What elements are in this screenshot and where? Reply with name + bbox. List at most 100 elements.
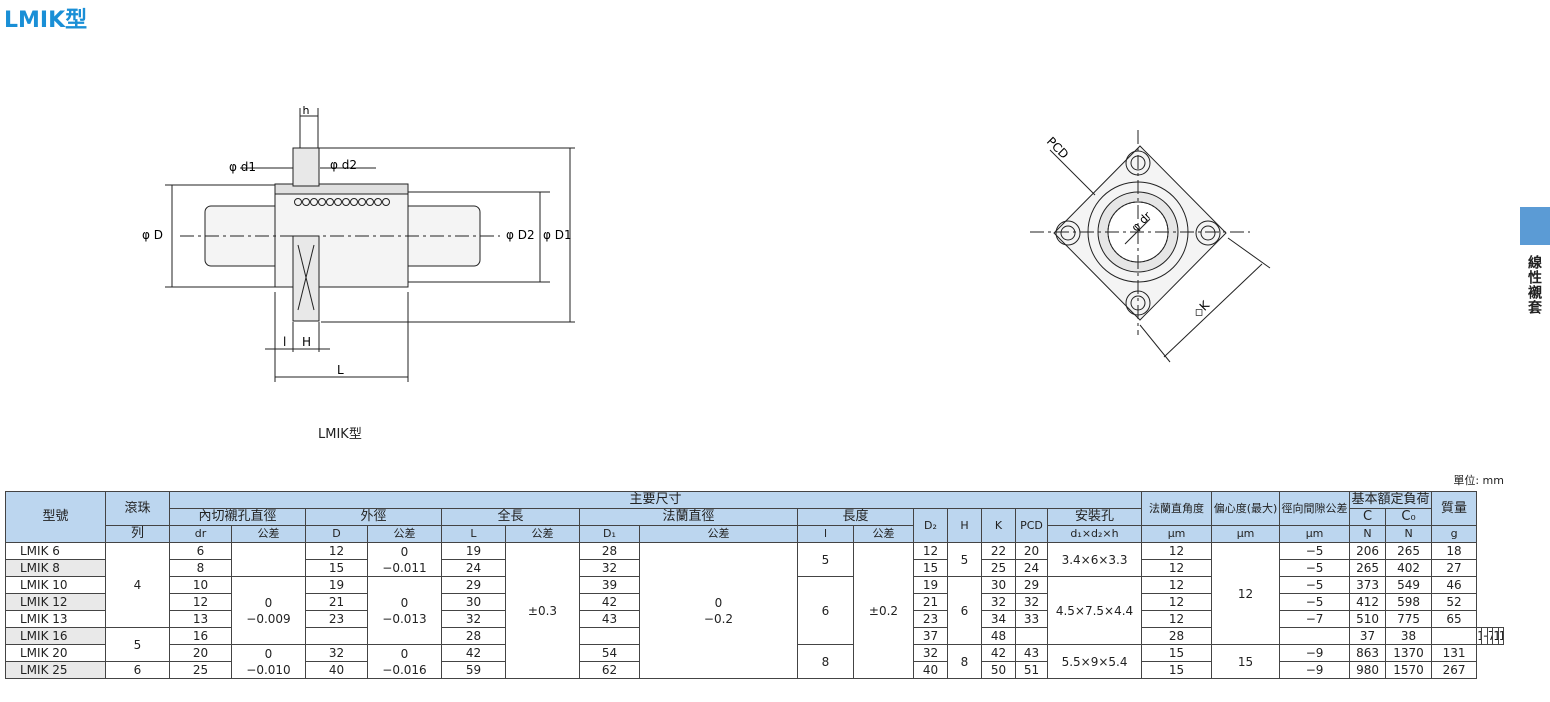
- cell-L: 59: [441, 661, 506, 679]
- side-tab-label: 線性襯套: [1526, 255, 1542, 315]
- th-ecc: 偏心度(最大): [1211, 491, 1281, 526]
- cell-C: 206: [1349, 542, 1387, 560]
- cell-perp: 12: [1141, 542, 1213, 560]
- tol-upper: 0: [400, 544, 409, 559]
- cell-dr-tol: [231, 542, 306, 577]
- cell-H: 6: [947, 576, 982, 645]
- cell-radial: −5: [1279, 593, 1351, 611]
- th-H: H: [947, 508, 982, 543]
- th-C-unit: N: [1349, 525, 1387, 543]
- cell-PCD: 32: [1015, 593, 1048, 611]
- label-PCD: PCD: [1044, 134, 1071, 161]
- th-flange-dia: 法蘭直徑: [579, 508, 798, 526]
- label-d2: φ d2: [330, 158, 357, 172]
- cell-D2: 19: [913, 576, 948, 594]
- cell-D1: 42: [579, 593, 640, 611]
- cell-L: 30: [441, 593, 506, 611]
- th-perp-unit: μm: [1141, 525, 1213, 543]
- th-D2: D₂: [913, 508, 948, 543]
- cell-dr: 12: [169, 593, 232, 611]
- cell-dr-tol: 0−0.010: [231, 644, 306, 679]
- cell-mass: 27: [1431, 559, 1478, 577]
- cell-K: 32: [981, 593, 1016, 611]
- label-d1: φ d1: [229, 160, 256, 174]
- cell-L: 29: [441, 576, 506, 594]
- tol-lower: −0.009: [246, 611, 291, 626]
- cell-C0: 1370: [1385, 644, 1433, 662]
- cell-C: 863: [1349, 644, 1387, 662]
- cell-C: 510: [1349, 610, 1387, 628]
- table-row: LMIK 10 10 0−0.009 19 0−0.013 29 39 6 19…: [5, 576, 1504, 645]
- th-flange-len: 長度: [797, 508, 914, 526]
- cell-dr-tol: [305, 627, 368, 645]
- cell-D2: 12: [913, 542, 948, 560]
- cell-perp: 12: [1476, 627, 1483, 645]
- cell-perp: 15: [1141, 644, 1213, 662]
- cell-C: 412: [1349, 593, 1387, 611]
- cell-D2: 21: [913, 593, 948, 611]
- cell-D1: 43: [579, 610, 640, 628]
- cell-L-tol: ±0.3: [505, 542, 580, 679]
- cell-mount: 5.5×9×5.4: [1046, 644, 1143, 679]
- cell-D: 28: [441, 627, 506, 645]
- cell-C0: 598: [1385, 593, 1433, 611]
- cell-mass: 104: [1497, 627, 1505, 645]
- th-C0: C₀: [1385, 508, 1433, 526]
- cell-radial: −7: [1279, 610, 1351, 628]
- cell-radial: −7: [1481, 627, 1488, 645]
- tol-lower: −0.011: [382, 560, 427, 575]
- cell-PCD: 38: [1385, 627, 1433, 645]
- cell-model: LMIK 12: [5, 593, 106, 611]
- tol-lower: −0.010: [246, 662, 291, 677]
- cell-model: LMIK 8: [5, 559, 106, 577]
- cell-D-tol: 0−0.013: [367, 576, 442, 645]
- page-title: LMIK型: [4, 8, 88, 33]
- cell-H: [1279, 627, 1351, 645]
- cell-D1: 39: [579, 576, 640, 594]
- th-radial-unit: μm: [1279, 525, 1351, 543]
- label-K: ◇K: [1190, 297, 1213, 320]
- cell-radial: −5: [1279, 559, 1351, 577]
- cell-radial: −9: [1279, 661, 1351, 679]
- tol-lower: −0.016: [382, 662, 427, 677]
- cell-dr: 8: [169, 559, 232, 577]
- cell-K: 22: [981, 542, 1016, 560]
- cell-C: 373: [1349, 576, 1387, 594]
- cell-mount: 3.4×6×3.3: [1046, 542, 1143, 577]
- cell-C0: 1180: [1492, 627, 1499, 645]
- cell-l: 8: [797, 644, 854, 679]
- cell-D1: 54: [579, 644, 640, 662]
- label-D: φ D: [142, 228, 163, 242]
- th-l-tol: 公差: [853, 525, 914, 543]
- cell-K: 42: [981, 644, 1016, 662]
- tol-upper: 0: [400, 595, 409, 610]
- th-K: K: [981, 508, 1016, 543]
- cell-ecc: 12: [1211, 542, 1281, 645]
- th-perp: 法蘭直角度: [1141, 491, 1213, 526]
- side-tab-marker: [1520, 207, 1550, 245]
- cell-C0: 1570: [1385, 661, 1433, 679]
- cell-radial: −5: [1279, 542, 1351, 560]
- cell-dr: 16: [169, 627, 232, 645]
- th-inscribed: 內切襯孔直徑: [169, 508, 306, 526]
- cell-dr: 13: [169, 610, 232, 628]
- table-row: LMIK 6 4 6 12 0−0.011 19 ±0.3 28 0−0.2 5…: [5, 542, 1504, 679]
- cell-D2: 23: [913, 610, 948, 628]
- cell-C: 265: [1349, 559, 1387, 577]
- cell-PCD: 43: [1015, 644, 1048, 662]
- cell-D1-tol: 0−0.2: [639, 542, 798, 679]
- cell-dr: 6: [169, 542, 232, 560]
- cell-L: 42: [441, 644, 506, 662]
- th-l: l: [797, 525, 854, 543]
- cell-D-tol: [579, 627, 640, 645]
- th-L: L: [441, 525, 506, 543]
- cell-D: 23: [305, 610, 368, 628]
- cell-balls: 4: [105, 542, 170, 628]
- cell-mass: 18: [1431, 542, 1478, 560]
- cell-H: 5: [947, 542, 982, 577]
- th-mass-unit: g: [1431, 525, 1478, 543]
- cell-C0: 775: [1385, 610, 1433, 628]
- th-radial: 徑向間隙公差: [1279, 491, 1351, 526]
- cell-D2: 40: [913, 661, 948, 679]
- label-D1: φ D1: [543, 228, 572, 242]
